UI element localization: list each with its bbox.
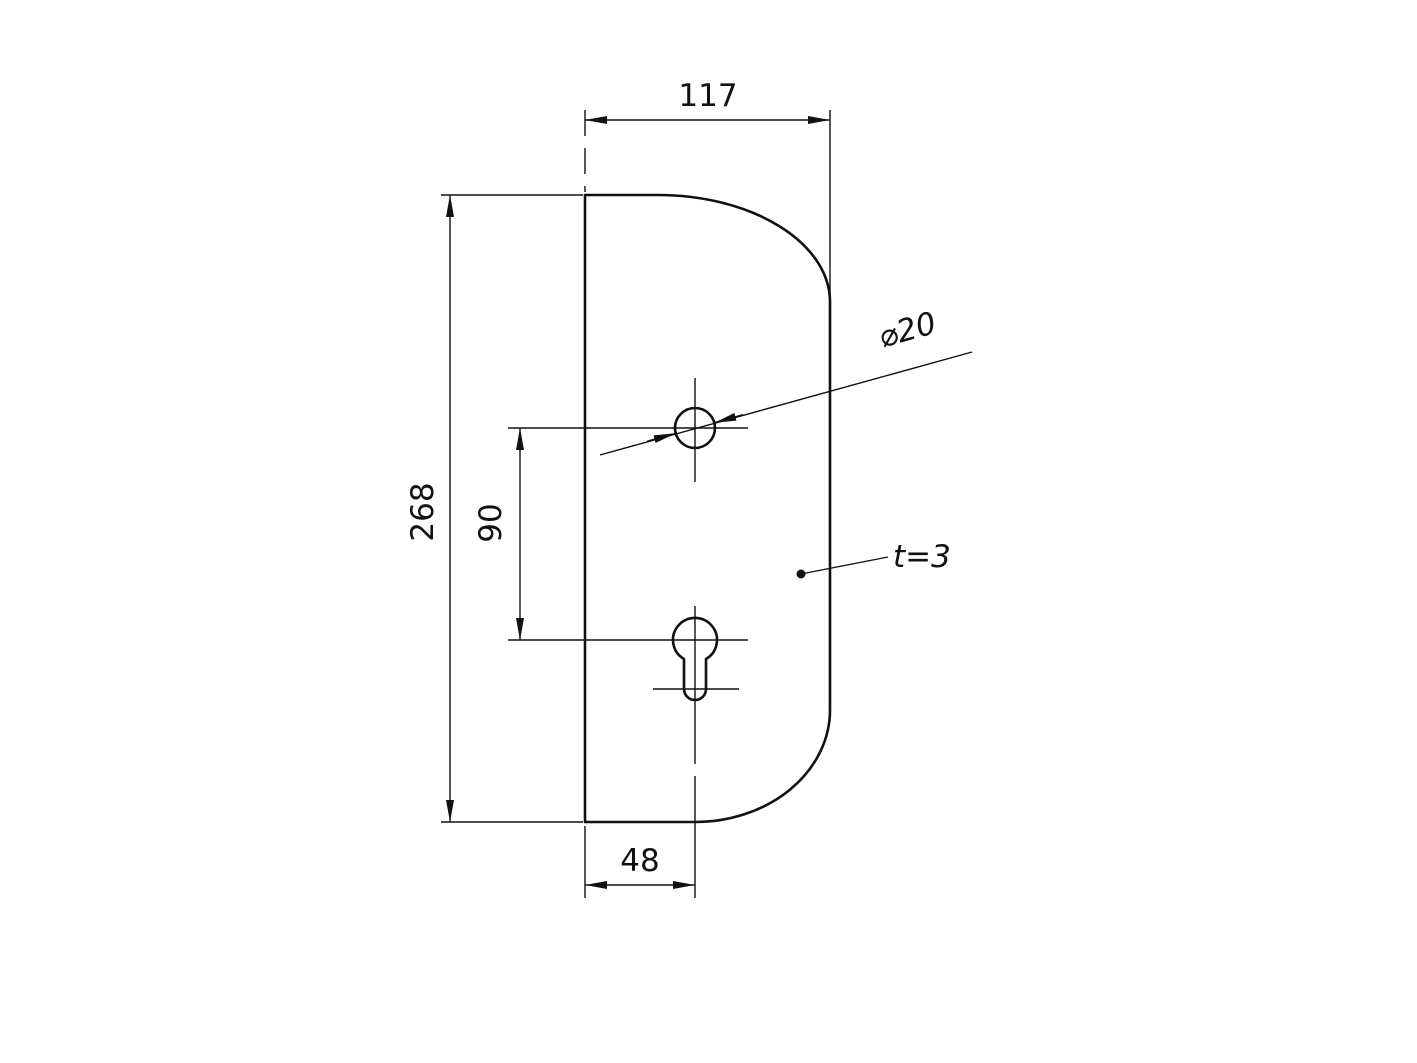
width-dimension-label: 117 bbox=[678, 78, 737, 114]
dimension-hole-spacing: 90 bbox=[473, 428, 524, 640]
centerlines bbox=[508, 378, 748, 764]
thickness-callout: t=3 bbox=[796, 539, 951, 579]
offset-dimension-label: 48 bbox=[620, 843, 659, 879]
dimension-height: 268 bbox=[405, 194, 583, 823]
diameter-arrow-lower bbox=[646, 432, 676, 444]
keyhole-slot bbox=[671, 616, 719, 702]
diameter-label: ⌀20 bbox=[875, 305, 941, 355]
hole-spacing-label: 90 bbox=[473, 503, 509, 542]
thickness-leader-line bbox=[800, 556, 889, 575]
plate-outline bbox=[583, 193, 832, 824]
dimension-width: 117 bbox=[584, 78, 831, 298]
diameter-arrow-upper bbox=[714, 412, 744, 424]
height-dimension-label: 268 bbox=[405, 482, 441, 541]
dimension-keyhole-offset: 48 bbox=[584, 776, 696, 898]
thickness-label: t=3 bbox=[893, 539, 951, 575]
thickness-leader-dot bbox=[796, 569, 806, 579]
diameter-callout: ⌀20 bbox=[599, 305, 973, 456]
